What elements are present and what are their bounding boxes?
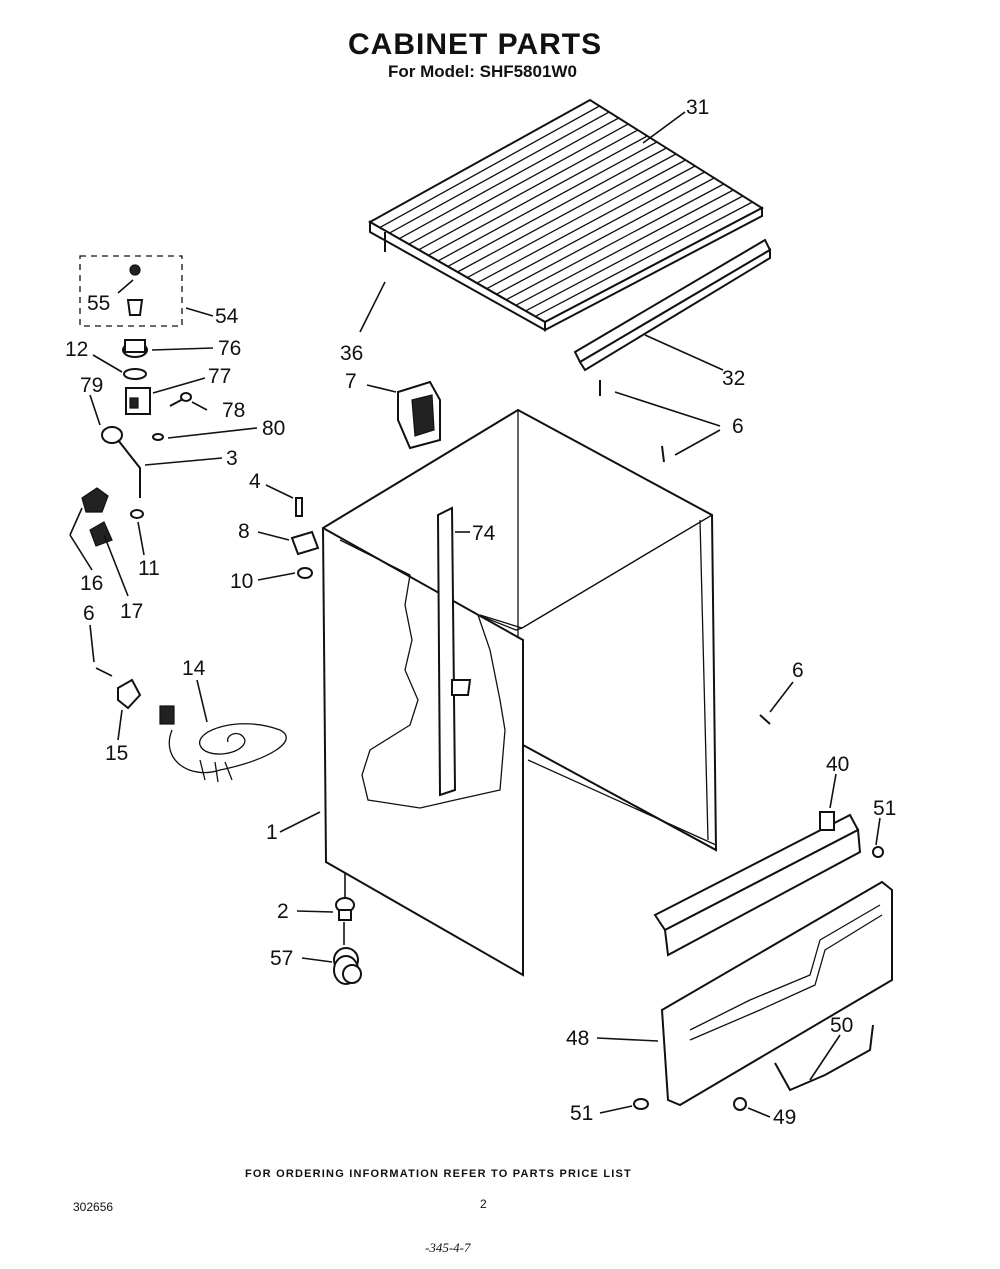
callout-48: 48 bbox=[566, 1027, 589, 1050]
model-subtitle: For Model: SHF5801W0 bbox=[388, 62, 577, 81]
part-78-screw bbox=[169, 392, 192, 407]
callout-16: 16 bbox=[80, 572, 103, 595]
panel-slat bbox=[437, 141, 658, 262]
callout-15: 15 bbox=[105, 742, 128, 765]
callout-76: 76 bbox=[218, 337, 241, 360]
callout-57: 57 bbox=[270, 947, 293, 970]
callout-51: 51 bbox=[570, 1102, 593, 1125]
part-48-toe-panel bbox=[660, 880, 893, 1107]
callout-78: 78 bbox=[222, 399, 245, 422]
callout-50: 50 bbox=[830, 1014, 853, 1037]
panel-slat bbox=[447, 147, 667, 268]
callout-54: 54 bbox=[215, 305, 239, 328]
panel-slat bbox=[496, 177, 715, 295]
callout-36: 36 bbox=[340, 342, 363, 365]
callout-11: 11 bbox=[138, 557, 160, 580]
panel-slat bbox=[418, 129, 639, 251]
callout-3: 3 bbox=[226, 447, 238, 470]
part-16-knob bbox=[81, 487, 109, 513]
part-11-nut bbox=[130, 509, 144, 519]
callout-6: 6 bbox=[792, 659, 804, 682]
panel-slat bbox=[466, 159, 686, 279]
part-7-bracket bbox=[397, 380, 441, 450]
panel-slat bbox=[515, 189, 734, 306]
part-54-55-kit bbox=[79, 255, 183, 327]
page-title: CABINET PARTS bbox=[348, 28, 603, 61]
part-31-top-panel bbox=[367, 98, 765, 332]
panel-slat bbox=[525, 195, 744, 312]
part-32-rail bbox=[573, 238, 772, 372]
callout-6: 6 bbox=[732, 415, 744, 438]
callout-77: 77 bbox=[208, 365, 231, 388]
callout-40: 40 bbox=[826, 753, 849, 776]
part-3-tube bbox=[101, 426, 141, 498]
callout-14: 14 bbox=[182, 657, 206, 680]
callout-31: 31 bbox=[686, 96, 709, 119]
callout-2: 2 bbox=[277, 900, 289, 923]
callout-32: 32 bbox=[722, 367, 745, 390]
part-17-pad bbox=[89, 521, 113, 547]
part-40-kick-bracket bbox=[653, 811, 862, 957]
part-10-plug bbox=[297, 567, 313, 579]
callout-17: 17 bbox=[120, 600, 143, 623]
part-76-cap bbox=[122, 339, 148, 358]
panel-slat bbox=[534, 201, 753, 318]
part-1-cabinet bbox=[321, 408, 718, 977]
part-80-washer bbox=[152, 433, 164, 441]
callout-7: 7 bbox=[345, 370, 357, 393]
panel-slat bbox=[486, 171, 705, 290]
panel-slat bbox=[476, 165, 696, 284]
leader-lines bbox=[69, 111, 881, 1118]
callout-79: 79 bbox=[80, 374, 103, 397]
panel-slat bbox=[505, 183, 725, 301]
panel-slat bbox=[457, 153, 677, 273]
panel-slat bbox=[398, 117, 619, 240]
callout-74: 74 bbox=[472, 522, 496, 545]
panel-slat bbox=[408, 123, 629, 245]
panel-slat bbox=[389, 111, 610, 234]
part-49-grommet bbox=[733, 1097, 747, 1111]
callout-12: 12 bbox=[65, 338, 88, 361]
part-6-screws bbox=[384, 232, 771, 725]
document-number: 302656 bbox=[73, 1200, 114, 1214]
callout-labels: 31 36 32 7 6 55 54 12 76 79 77 78 80 3 4… bbox=[65, 96, 896, 1129]
callout-55: 55 bbox=[87, 292, 110, 315]
part-2-leveler bbox=[335, 872, 355, 921]
part-57-caster bbox=[333, 922, 362, 985]
callout-8: 8 bbox=[238, 520, 250, 543]
callout-1: 1 bbox=[266, 821, 278, 844]
callout-51: 51 bbox=[873, 797, 896, 820]
page-number: 2 bbox=[480, 1197, 487, 1211]
part-14-power-cord bbox=[159, 705, 287, 783]
panel-slat bbox=[379, 105, 600, 229]
part-4-pin bbox=[295, 497, 303, 517]
panel-slat bbox=[428, 135, 648, 256]
part-15-bracket bbox=[95, 667, 142, 710]
part-50-rod bbox=[774, 1024, 874, 1092]
part-77-valve bbox=[125, 387, 151, 415]
part-51-screws bbox=[633, 846, 884, 1110]
part-12-ring bbox=[123, 368, 147, 380]
callout-4: 4 bbox=[249, 470, 261, 493]
callout-49: 49 bbox=[773, 1106, 796, 1129]
ordering-note: FOR ORDERING INFORMATION REFER TO PARTS … bbox=[245, 1168, 632, 1180]
handwritten-stamp: -345-4-7 bbox=[425, 1240, 471, 1255]
callout-10: 10 bbox=[230, 570, 253, 593]
callout-6: 6 bbox=[83, 602, 95, 625]
callout-80: 80 bbox=[262, 417, 285, 440]
part-8-clip bbox=[290, 530, 320, 556]
